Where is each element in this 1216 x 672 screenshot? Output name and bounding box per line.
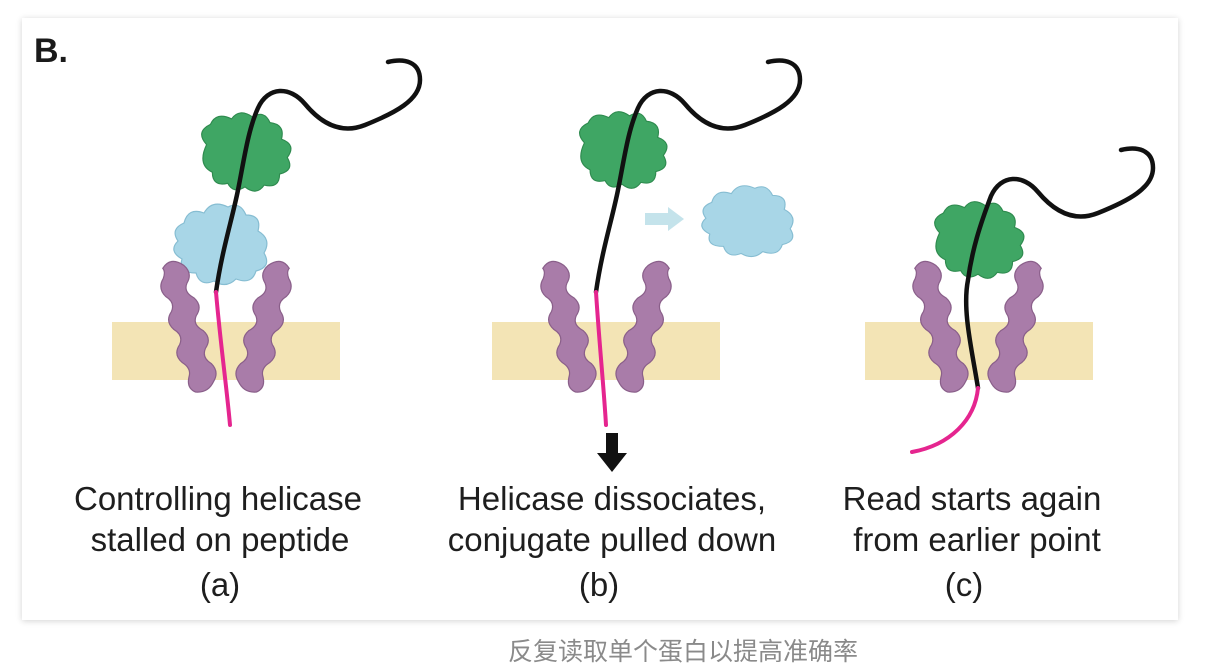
pull-down-arrow-icon: [597, 433, 627, 472]
figure-caption: 反复读取单个蛋白以提高准确率: [507, 637, 858, 666]
green-helicase: [934, 201, 1025, 279]
panel-a-tag: (a): [200, 566, 240, 603]
dna-strand: [593, 58, 803, 295]
panel-c: Read starts again from earlier point (c): [843, 146, 1156, 603]
panel-a-caption-line1: Controlling helicase: [74, 480, 362, 517]
panel-b-caption-line1: Helicase dissociates,: [458, 480, 766, 517]
dna-strand: [213, 58, 423, 295]
panel-c-caption-line2: from earlier point: [853, 521, 1101, 558]
blue-helicase-detached: [701, 185, 794, 258]
peptide-strand: [910, 386, 980, 454]
membrane: [492, 322, 720, 380]
peptide-strand: [214, 290, 232, 427]
figure-panel-label: B.: [34, 32, 68, 70]
panel-b-caption-line2: conjugate pulled down: [448, 521, 776, 558]
panel-c-tag: (c): [945, 566, 983, 603]
panel-b-tag: (b): [579, 566, 619, 603]
peptide-strand: [594, 290, 608, 427]
dissociation-arrow-icon: [645, 207, 684, 231]
panel-a: Controlling helicase stalled on peptide …: [74, 58, 423, 603]
panel-b: Helicase dissociates, conjugate pulled d…: [448, 58, 803, 603]
green-helicase: [579, 111, 668, 189]
panel-c-caption-line1: Read starts again: [843, 480, 1102, 517]
membrane: [865, 322, 1093, 380]
panel-a-caption-line2: stalled on peptide: [91, 521, 350, 558]
dna-strand: [963, 146, 1156, 391]
